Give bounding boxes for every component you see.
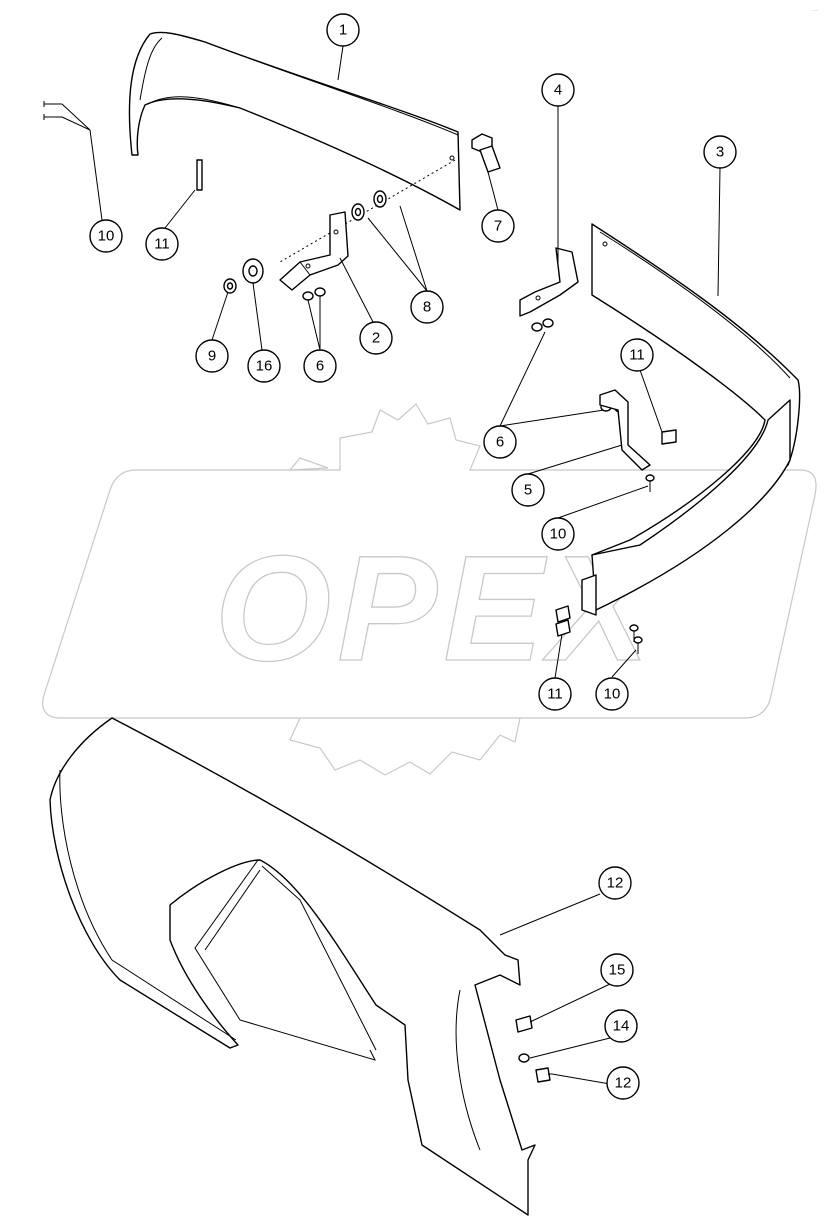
- callout-5: 5: [511, 473, 545, 507]
- callout-6-left-label: 6: [316, 358, 324, 375]
- callout-6-right: 6: [483, 425, 517, 459]
- part-10-screws-upper-left: [43, 101, 62, 120]
- watermark-text: OPEX: [215, 524, 658, 692]
- part-10-screw-right: [645, 474, 655, 492]
- leader-lines: [61, 45, 721, 1085]
- part-10-screws-lower: [629, 624, 643, 654]
- callout-10-upper-left: 10: [89, 219, 123, 253]
- part-11-clip-upper-left: [196, 159, 203, 191]
- part-11-clips-lower: [555, 605, 571, 637]
- callout-9: 9: [195, 339, 229, 373]
- part-5-bracket: [599, 389, 651, 471]
- part-3-side-panel: [581, 223, 801, 616]
- callout-8-label: 8: [423, 299, 431, 316]
- corner-mark: ···: [812, 8, 818, 14]
- callout-7-label: 7: [494, 218, 502, 235]
- callout-15: 15: [600, 953, 634, 987]
- part-12-bolt: [535, 1067, 552, 1083]
- callout-11-lower-label: 11: [547, 686, 563, 703]
- callout-1-label: 1: [339, 22, 347, 39]
- part-15-clip: [515, 1015, 533, 1033]
- callout-16: 16: [247, 349, 281, 383]
- callout-7: 7: [481, 209, 515, 243]
- callout-4: 4: [541, 73, 575, 107]
- opex-watermark: OPEX: [42, 403, 817, 776]
- callout-1: 1: [326, 13, 360, 47]
- callout-10-upper-left-label: 10: [98, 228, 115, 245]
- callout-10-lower-label: 10: [604, 686, 621, 703]
- callout-12-cover-label: 12: [607, 875, 624, 892]
- callout-3-label: 3: [716, 144, 724, 161]
- callout-11-right: 11: [620, 338, 654, 372]
- part-4-bracket: [519, 247, 579, 317]
- callout-3: 3: [703, 135, 737, 169]
- callout-12-cover: 12: [598, 866, 632, 900]
- part-16-washer: [242, 258, 264, 284]
- callout-10-lower: 10: [595, 677, 629, 711]
- callout-12-bolt: 12: [606, 1066, 640, 1100]
- callout-2-label: 2: [372, 330, 380, 347]
- callout-8: 8: [410, 290, 444, 324]
- part-12-lower-cover: [49, 717, 536, 1216]
- part-7-bolt: [471, 133, 501, 173]
- callout-12-bolt-label: 12: [615, 1075, 632, 1092]
- callout-6-left: 6: [303, 349, 337, 383]
- callout-11-right-label: 11: [629, 347, 645, 364]
- callout-11-upper-left: 11: [145, 227, 179, 261]
- callout-16-label: 16: [256, 358, 273, 375]
- callout-11-lower: 11: [538, 677, 572, 711]
- callout-10-mid: 10: [541, 517, 575, 551]
- callout-15-label: 15: [609, 962, 626, 979]
- part-11-clip-right: [661, 429, 677, 445]
- callout-4-label: 4: [554, 82, 562, 99]
- callout-14-label: 14: [613, 1018, 630, 1035]
- part-9-nut: [223, 278, 237, 294]
- callout-9-label: 9: [208, 348, 216, 365]
- callout-6-right-label: 6: [496, 434, 504, 451]
- part-8-washers: [351, 190, 387, 221]
- callout-5-label: 5: [524, 482, 532, 499]
- callout-14: 14: [604, 1009, 638, 1043]
- part-6-nuts-left: [302, 287, 326, 301]
- part-1-upper-cover: [128, 31, 461, 263]
- part-14-washer: [518, 1053, 530, 1063]
- callout-10-mid-label: 10: [550, 526, 567, 543]
- callout-2: 2: [359, 321, 393, 355]
- callout-11-upper-left-label: 11: [154, 236, 170, 253]
- part-2-bracket: [279, 211, 349, 291]
